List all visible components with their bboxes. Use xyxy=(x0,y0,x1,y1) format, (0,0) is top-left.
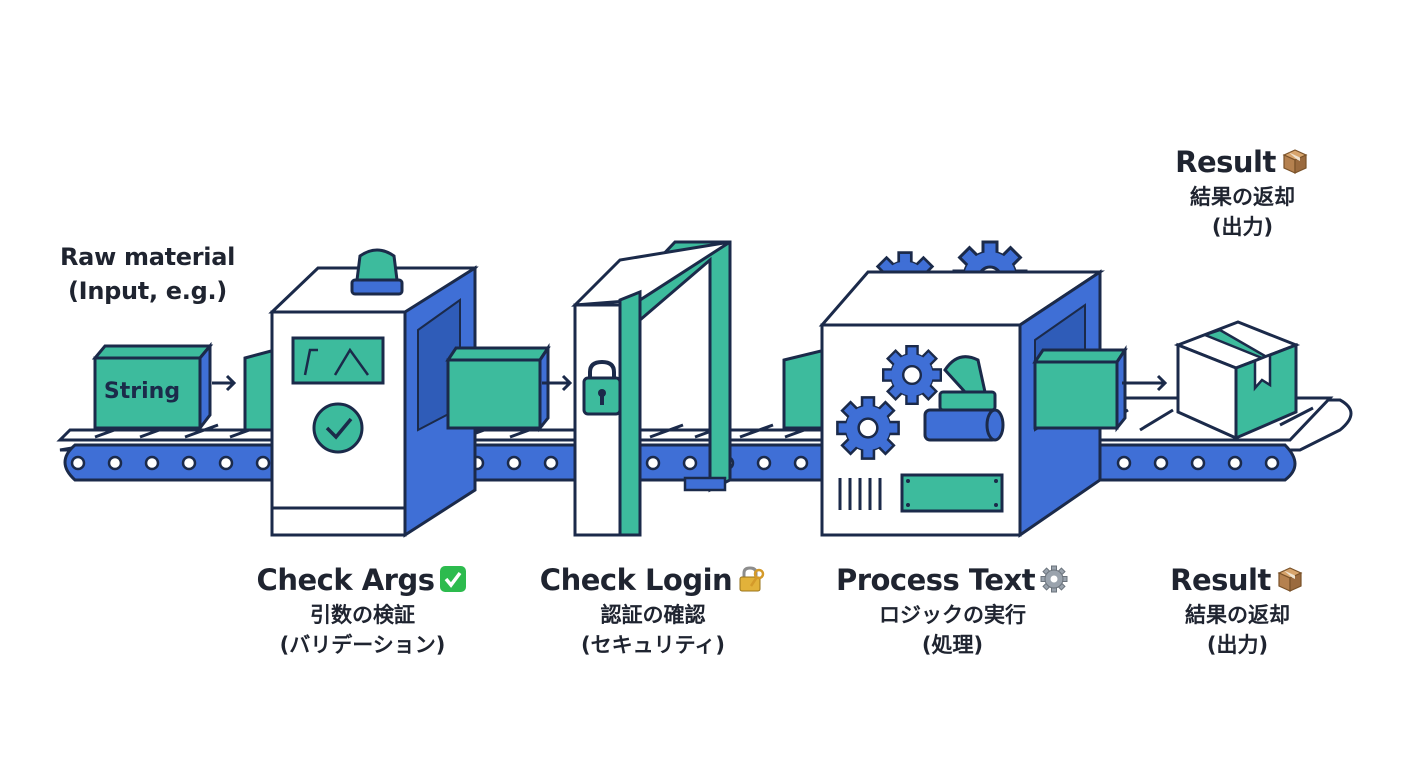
stage-sub1: 認証の確認 xyxy=(600,603,706,627)
stage-title: Result xyxy=(1170,563,1271,597)
top-result-title: Result xyxy=(1175,145,1276,179)
lock-icon xyxy=(582,359,622,416)
arrow-icon xyxy=(1122,374,1168,392)
top-result-sub1: 結果の返却 xyxy=(1190,185,1295,209)
stage-title: Check Args xyxy=(256,563,435,597)
gear-icon xyxy=(1040,565,1068,593)
package-box-2 xyxy=(445,343,551,433)
package-icon xyxy=(1282,149,1308,174)
validator-machine xyxy=(243,248,479,538)
arrow-icon xyxy=(542,374,573,392)
input-label-title: Raw material xyxy=(60,243,236,271)
stage-label-check-args: Check Args 引数の検証 (バリデーション) xyxy=(240,560,485,660)
stage-sub2: (出力) xyxy=(1206,633,1269,657)
stage-title: Check Login xyxy=(539,563,733,597)
check-mark-icon xyxy=(440,566,467,592)
stage-sub1: 引数の検証 xyxy=(310,603,415,627)
package-icon xyxy=(1277,567,1303,592)
output-box xyxy=(1173,320,1301,441)
top-result-sub2: (出力) xyxy=(1211,215,1274,239)
stage-sub1: 結果の返却 xyxy=(1185,603,1290,627)
stage-label-process-text: Process Text ロジックの実行 (処理) xyxy=(820,560,1085,660)
stage-label-result: Result 結果の返却 (出力) xyxy=(1145,560,1330,660)
stage-sub2: (処理) xyxy=(921,633,984,657)
stage-sub1: ロジックの実行 xyxy=(879,603,1026,627)
top-result-label: Result 結果の返却 (出力) xyxy=(1150,142,1335,242)
stage-sub2: (セキュリティ) xyxy=(581,633,725,657)
input-box-label: String xyxy=(104,379,180,404)
stage-label-check-login: Check Login 認証の確認 (セキュリティ) xyxy=(528,560,778,660)
input-label-subtitle: (Input, e.g.) xyxy=(68,277,227,305)
package-box-3 xyxy=(1032,345,1128,433)
stage-sub2: (バリデーション) xyxy=(279,633,446,657)
arrow-icon xyxy=(212,374,237,392)
input-box: String xyxy=(91,341,214,433)
security-gate xyxy=(571,240,732,537)
stage-title: Process Text xyxy=(835,563,1036,597)
input-label: Raw material (Input, e.g.) xyxy=(60,240,235,308)
lock-key-icon xyxy=(739,566,765,592)
